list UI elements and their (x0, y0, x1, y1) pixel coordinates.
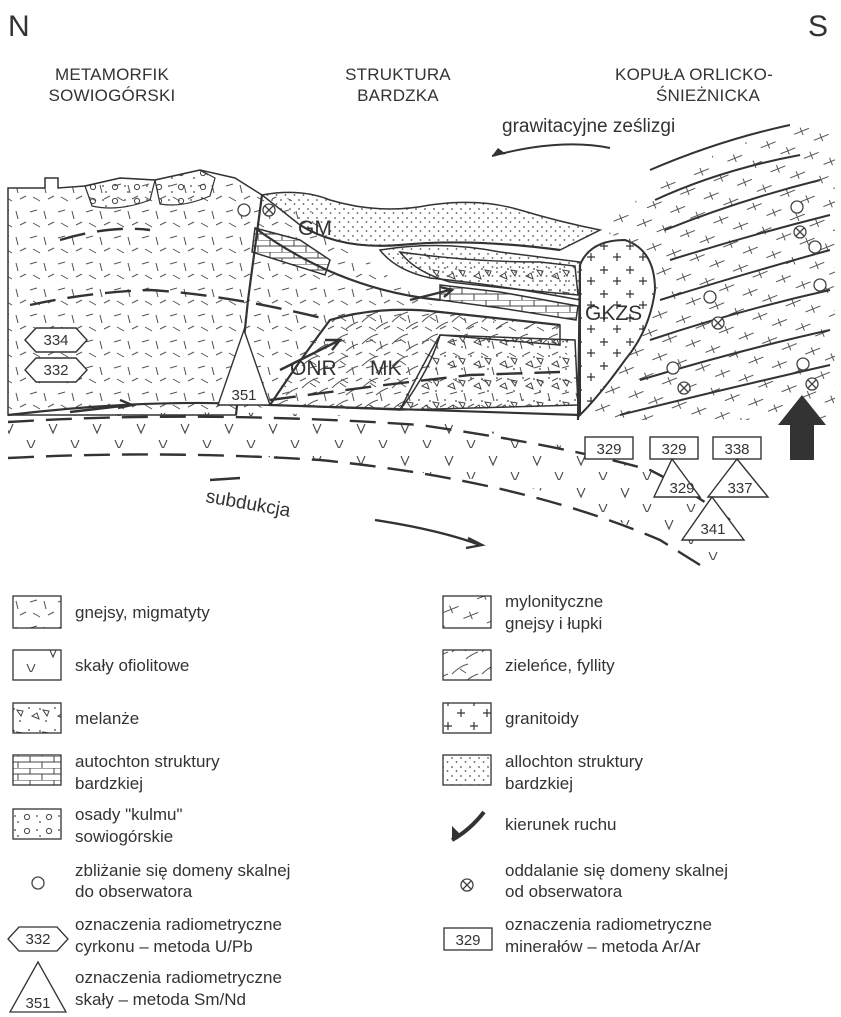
gravity-arrowhead (492, 148, 506, 156)
label-gm: GM (298, 217, 332, 240)
legend-swatch-mylonite (443, 596, 491, 628)
rock-age-a: 329 (669, 480, 694, 497)
legend-sample-mineral: 329 (455, 932, 480, 949)
legend-approach-1: zbliżanie się domeny skalnej (75, 861, 290, 880)
legend-swatch-approach (32, 877, 44, 889)
legend-sample-rock: 351 (25, 995, 50, 1012)
region-orlicko-line2: ŚNIEŻNICKA (656, 86, 760, 105)
legend-swatch-autochthon (13, 755, 61, 785)
legend-melange: melanże (75, 709, 139, 728)
legend-mineral-1: oznaczenia radiometryczne (505, 915, 712, 934)
legend-zircon-1: oznaczenia radiometryczne (75, 915, 282, 934)
legend-rock-2: skały – metoda Sm/Nd (75, 990, 246, 1009)
approach-symbol-west (238, 204, 250, 216)
legend-zircon-2: cyrkonu – metoda U/Pb (75, 937, 253, 956)
region-metamorfik-line1: METAMORFIK (55, 65, 170, 84)
rock-age-c: 341 (700, 521, 725, 538)
label-subduction: subdukcja (204, 486, 292, 522)
legend-swatch-culm (13, 809, 61, 839)
zircon-age-1: 334 (43, 332, 68, 349)
legend-mylonite-1: mylonityczne (505, 592, 603, 611)
legend-swatch-granitoid (443, 703, 491, 733)
legend-culm-2: sowiogórskie (75, 827, 173, 846)
legend-approach-2: do obserwatora (75, 882, 193, 901)
legend-culm-1: osady "kulmu" (75, 805, 183, 824)
legend-recede-1: oddalanie się domeny skalnej (505, 861, 728, 880)
mineral-age-1: 329 (596, 441, 621, 458)
rock-age-left: 351 (231, 387, 256, 404)
legend-swatch-melange (13, 703, 61, 733)
mineral-age-2: 329 (661, 441, 686, 458)
legend-ophiolite: skały ofiolitowe (75, 656, 189, 675)
legend-recede-2: od obserwatora (505, 882, 623, 901)
legend-granitoid: granitoidy (505, 709, 579, 728)
ophiolite-zone (8, 413, 740, 561)
south-label: S (808, 10, 828, 43)
zircon-age-2: 332 (43, 362, 68, 379)
legend-allochthon-1: allochton struktury (505, 752, 643, 771)
legend-gneiss: gnejsy, migmatyty (75, 603, 210, 622)
legend-mylonite-2: gnejsy i łupki (505, 614, 602, 633)
legend-greenschist: zieleńce, fyllity (505, 656, 615, 675)
north-label: N (8, 10, 30, 43)
label-onr: ONR (290, 357, 337, 380)
mineral-age-3: 338 (724, 441, 749, 458)
region-bardzka-line1: STRUKTURA (345, 65, 451, 84)
region-metamorfik-line2: SOWIOGÓRSKI (49, 86, 176, 105)
legend-autochthon-2: bardzkiej (75, 774, 143, 793)
legend-swatch-gneiss (13, 596, 61, 628)
legend-movement: kierunek ruchu (505, 815, 617, 834)
legend-allochthon-2: bardzkiej (505, 774, 573, 793)
gravity-slide-label: grawitacyjne ześlizgi (502, 116, 675, 137)
legend-swatch-allochthon (443, 755, 491, 785)
label-mk: MK (370, 357, 402, 380)
legend-sample-zircon: 332 (25, 931, 50, 948)
label-gkzs: GKZS (585, 302, 642, 325)
gravity-slide-arrow (492, 144, 610, 156)
legend-mineral-2: minerałów – metoda Ar/Ar (505, 937, 701, 956)
region-bardzka-line2: BARDZKA (357, 86, 439, 105)
rock-age-b: 337 (727, 480, 752, 497)
legend-swatch-greenschist (443, 650, 491, 680)
legend-swatch-recede (461, 879, 473, 891)
legend-rock-1: oznaczenia radiometryczne (75, 968, 282, 987)
legend-autochthon-1: autochton struktury (75, 752, 220, 771)
legend-swatch-ophiolite (13, 650, 61, 680)
region-orlicko-line1: KOPUŁA ORLICKO- (615, 65, 773, 84)
